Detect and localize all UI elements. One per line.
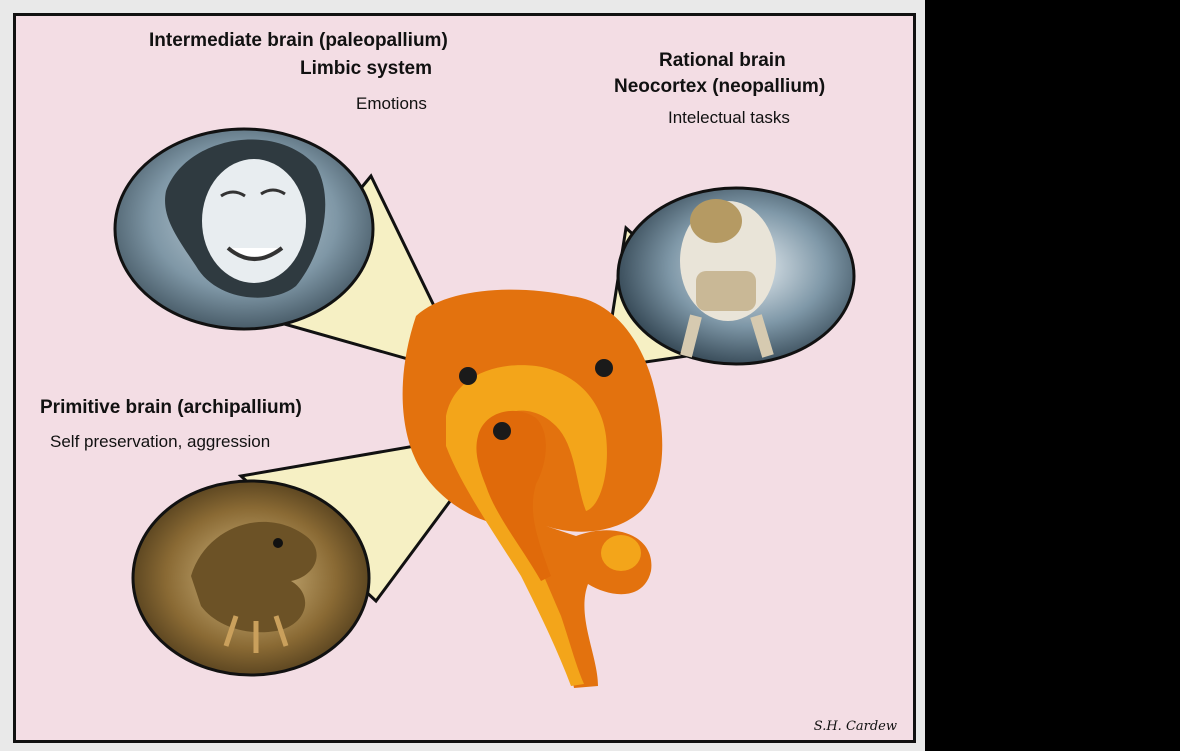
rational-desc: Intelectual tasks — [668, 108, 790, 128]
intermediate-subtitle: Limbic system — [300, 58, 432, 80]
primitive-title: Primitive brain (archipallium) — [40, 397, 302, 419]
photo-human-face — [115, 129, 373, 329]
callout-point-rational — [595, 359, 613, 377]
photo-lizard — [133, 481, 369, 675]
artist-signature: S.H. Cardew — [814, 719, 897, 734]
intermediate-desc: Emotions — [356, 94, 427, 114]
photo-astronaut — [618, 188, 854, 364]
rational-title: Rational brain — [659, 50, 786, 72]
image-frame: Intermediate brain (paleopallium) Limbic… — [0, 0, 925, 751]
primitive-desc: Self preservation, aggression — [50, 432, 270, 452]
brain-knob — [601, 535, 641, 571]
rational-subtitle: Neocortex (neopallium) — [614, 76, 825, 98]
intermediate-title: Intermediate brain (paleopallium) — [149, 30, 448, 52]
diagram-panel: Intermediate brain (paleopallium) Limbic… — [13, 13, 916, 743]
callout-point-intermediate — [459, 367, 477, 385]
brain-illustration — [403, 290, 663, 688]
callout-point-primitive — [493, 422, 511, 440]
